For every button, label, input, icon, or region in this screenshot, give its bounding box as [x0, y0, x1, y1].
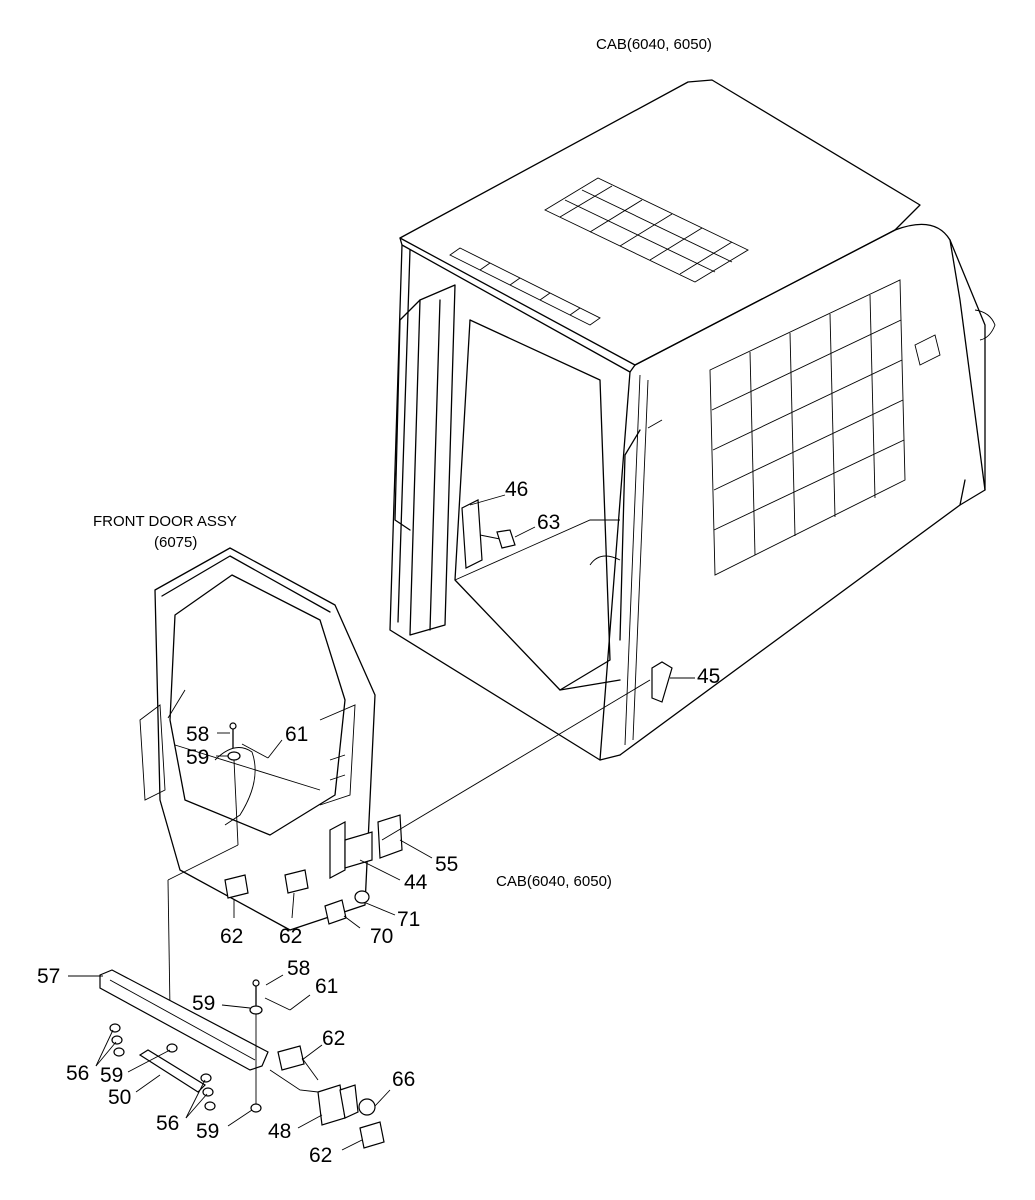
- callout-66: 66: [392, 1068, 415, 1091]
- callout-numbers: 46 63 45 58 61 59 55 44 71 70 62 62 57 5…: [37, 478, 720, 1167]
- door-caption-model: (6075): [154, 534, 197, 551]
- cab-caption-mid: CAB(6040, 6050): [496, 873, 612, 890]
- callout-59-bar: 59: [192, 992, 215, 1015]
- callout-70: 70: [370, 925, 393, 948]
- callout-62-door-left: 62: [220, 925, 243, 948]
- callout-55: 55: [435, 853, 458, 876]
- hardware-parts: [99, 499, 673, 1149]
- roof-vent-grid: [544, 177, 749, 283]
- callout-63: 63: [537, 511, 560, 534]
- callout-48: 48: [268, 1120, 291, 1143]
- callout-57: 57: [37, 965, 60, 988]
- callout-58-lower: 58: [287, 957, 310, 980]
- side-perforated-panel: [709, 279, 906, 576]
- callout-45: 45: [697, 665, 720, 688]
- callout-56-right: 56: [156, 1112, 179, 1135]
- callout-56-left: 56: [66, 1062, 89, 1085]
- callout-61-lower: 61: [315, 975, 338, 998]
- callout-58-upper: 58: [186, 723, 209, 746]
- cab-caption-top: CAB(6040, 6050): [596, 36, 712, 53]
- callout-62-bracket-lower: 62: [309, 1144, 332, 1167]
- front-door-drawing: [139, 547, 376, 931]
- callout-61-upper: 61: [285, 723, 308, 746]
- callout-46: 46: [505, 478, 528, 501]
- callout-62-bracket-upper: 62: [322, 1027, 345, 1050]
- callout-50: 50: [108, 1086, 131, 1109]
- callout-59-upper: 59: [186, 746, 209, 769]
- door-caption-title: FRONT DOOR ASSY: [93, 513, 237, 530]
- cab-drawing: [389, 79, 996, 761]
- callout-71: 71: [397, 908, 420, 931]
- callout-44: 44: [404, 871, 428, 894]
- captions: CAB(6040, 6050) CAB(6040, 6050) FRONT DO…: [93, 36, 712, 890]
- callout-62-door-right: 62: [279, 925, 302, 948]
- leader-lines: [68, 494, 695, 1151]
- callout-59-bottom: 59: [196, 1120, 219, 1143]
- callout-59-left: 59: [100, 1064, 123, 1087]
